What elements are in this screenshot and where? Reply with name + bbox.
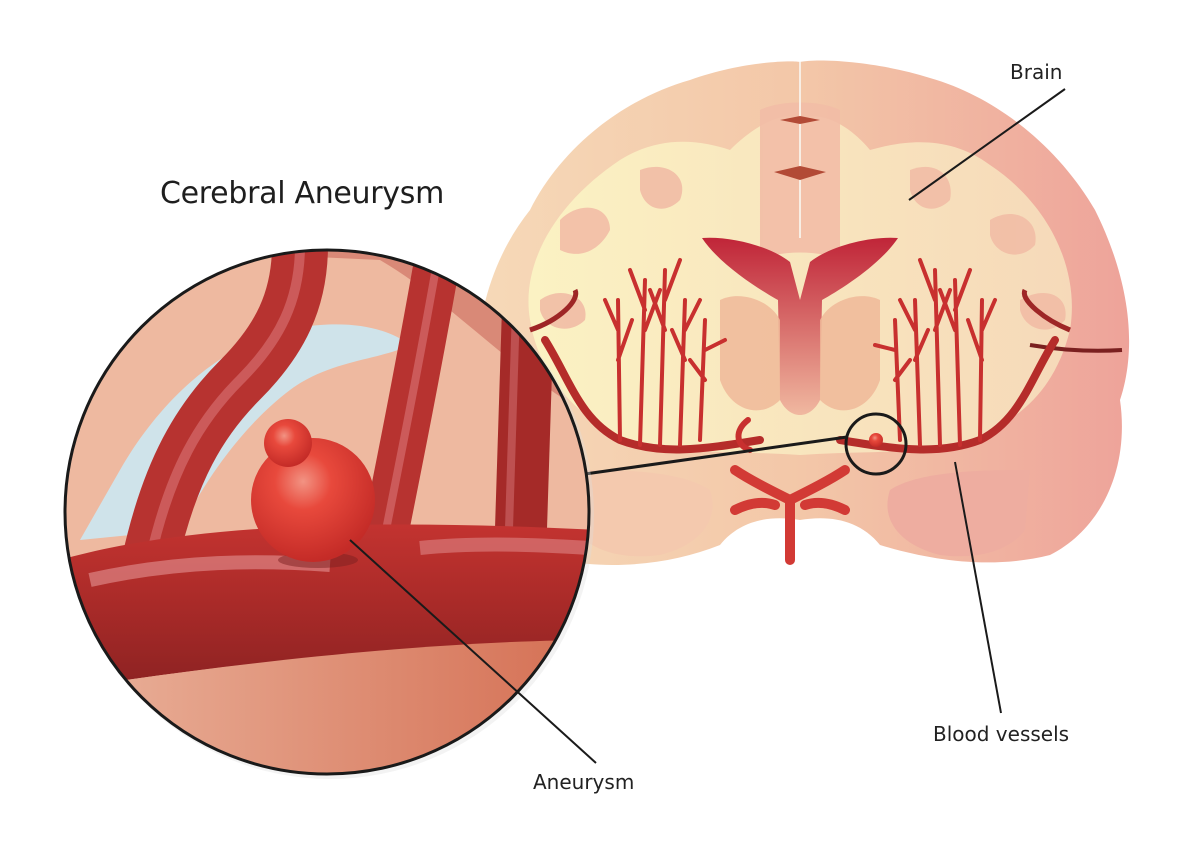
brain-label: Brain [1010,60,1063,84]
magnifier-ring [63,248,591,776]
brain-callout-line [908,88,1066,201]
blood-vessels-callout-line [954,461,1002,714]
magnifier-source-ring [844,412,908,476]
magnifier-connector-line [584,435,848,476]
source-aneurysm [869,433,883,447]
diagram-title: Cerebral Aneurysm [160,176,445,211]
blood-vessels-label: Blood vessels [933,722,1070,746]
aneurysm-callout-line [349,539,597,764]
brain-blood-vessels [541,258,1059,565]
aneurysm-label: Aneurysm [533,770,635,794]
